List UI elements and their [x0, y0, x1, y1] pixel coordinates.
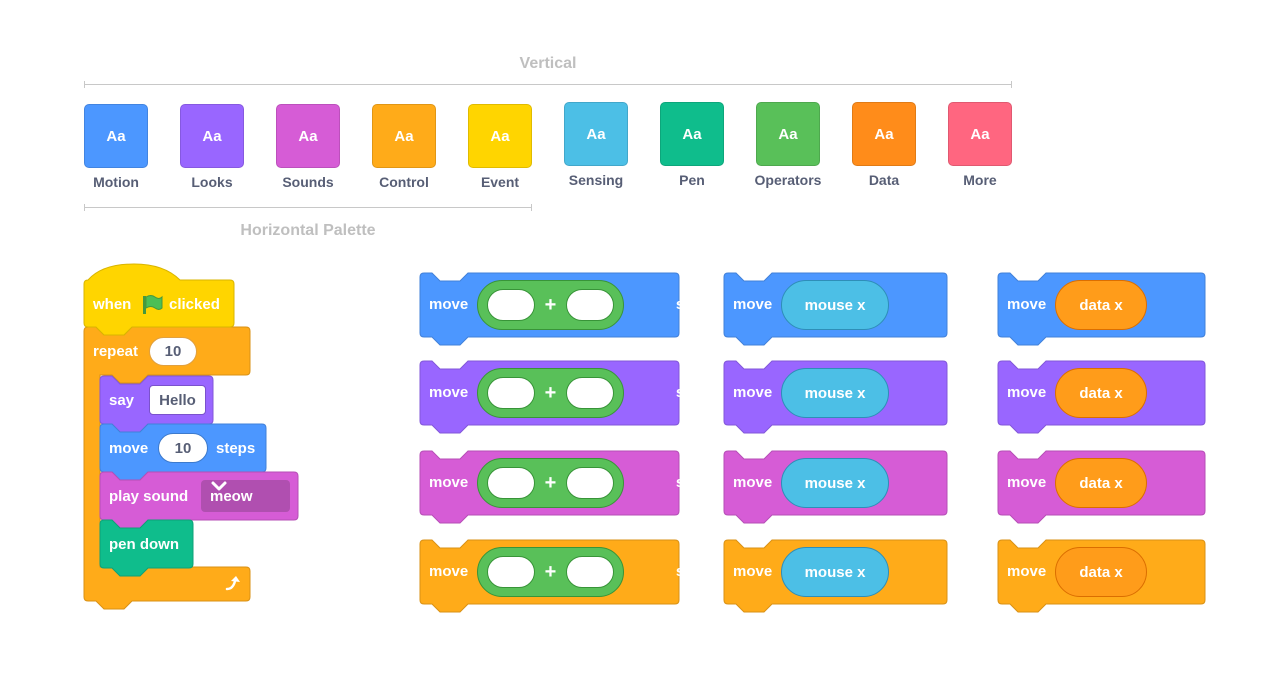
move-label: move: [1007, 563, 1047, 580]
move-label: move: [429, 563, 469, 580]
mouse-x-reporter[interactable]: mouse x: [781, 280, 889, 330]
move-label: move: [733, 384, 773, 401]
plus-sign: +: [544, 471, 557, 494]
add-operator-reporter[interactable]: +: [477, 368, 624, 418]
operand-right-input[interactable]: [566, 467, 615, 499]
operand-left-input[interactable]: [486, 289, 535, 321]
move-label: move: [429, 296, 469, 313]
data-x-reporter[interactable]: data x: [1055, 458, 1147, 508]
add-operator-reporter[interactable]: +: [477, 458, 624, 508]
move-label: move: [733, 474, 773, 491]
steps-label: steps: [675, 474, 715, 491]
horizontal-label: Horizontal Palette: [240, 222, 376, 239]
operand-right-input[interactable]: [566, 556, 615, 588]
category-swatch: Aa: [180, 104, 244, 168]
category-swatch: Aa: [276, 104, 340, 168]
mouse-x-reporter[interactable]: mouse x: [781, 458, 889, 508]
repeat-count-input[interactable]: 10: [149, 337, 197, 366]
move-label: move: [1007, 296, 1047, 313]
move-label: move: [109, 440, 149, 457]
category-label: Sensing: [568, 172, 624, 188]
steps-label: steps: [949, 563, 989, 580]
hat-when-label: when: [93, 296, 132, 313]
operand-right-input[interactable]: [566, 377, 615, 409]
steps-label: steps: [371, 474, 411, 491]
operand-left-input[interactable]: [486, 467, 535, 499]
category-swatch: Aa: [948, 102, 1012, 166]
add-operator-reporter[interactable]: +: [477, 547, 624, 597]
sound-dropdown[interactable]: meow: [201, 480, 290, 512]
move-label: move: [1007, 474, 1047, 491]
category-label: Pen: [679, 172, 705, 188]
pen-down-block-shape: [99, 519, 194, 577]
mouse-x-reporter[interactable]: mouse x: [781, 547, 889, 597]
category-swatch: Aa: [84, 104, 148, 168]
category-label: Sounds: [282, 174, 334, 190]
plus-sign: +: [544, 560, 557, 583]
category-swatch: Aa: [468, 104, 532, 168]
move-label: move: [429, 474, 469, 491]
category-label: Operators: [754, 172, 822, 188]
category-swatch: Aa: [756, 102, 820, 166]
add-operator-reporter[interactable]: +: [477, 280, 624, 330]
vertical-bracket: [84, 81, 1012, 88]
steps-label: steps: [216, 440, 256, 457]
category-label: Event: [480, 174, 520, 190]
steps-label: steps: [949, 296, 989, 313]
category-swatch: Aa: [660, 102, 724, 166]
data-x-reporter[interactable]: data x: [1055, 280, 1147, 330]
steps-label: steps: [675, 563, 715, 580]
repeat-label: repeat: [93, 343, 139, 360]
move-steps-input[interactable]: 10: [158, 433, 208, 463]
hat-clicked-label: clicked: [169, 296, 220, 313]
steps-label: steps: [675, 384, 715, 401]
vertical-label: Vertical: [519, 55, 577, 72]
category-swatch: Aa: [372, 104, 436, 168]
green-flag-icon: [143, 295, 163, 314]
move-label: move: [429, 384, 469, 401]
horizontal-bracket: [84, 204, 532, 211]
operand-left-input[interactable]: [486, 377, 535, 409]
operand-left-input[interactable]: [486, 556, 535, 588]
say-label: say: [109, 392, 135, 409]
category-label: Control: [379, 174, 429, 190]
category-label: More: [963, 172, 997, 188]
category-label: Data: [868, 172, 900, 188]
play-sound-label: play sound: [109, 488, 189, 505]
chevron-down-icon: [211, 481, 227, 491]
plus-sign: +: [544, 293, 557, 316]
steps-label: steps: [949, 474, 989, 491]
steps-label: steps: [949, 384, 989, 401]
steps-label: steps: [371, 563, 411, 580]
data-x-reporter[interactable]: data x: [1055, 368, 1147, 418]
move-label: move: [733, 296, 773, 313]
sound-dropdown-value: meow: [210, 487, 253, 505]
pen-down-label: pen down: [109, 536, 179, 553]
category-swatch: Aa: [564, 102, 628, 166]
steps-label: steps: [675, 296, 715, 313]
move-label: move: [1007, 384, 1047, 401]
loop-arrow-icon: [225, 576, 240, 591]
steps-label: steps: [371, 296, 411, 313]
say-text-input[interactable]: Hello: [149, 385, 206, 415]
steps-label: steps: [371, 384, 411, 401]
category-label: Motion: [93, 174, 139, 190]
plus-sign: +: [544, 381, 557, 404]
mouse-x-reporter[interactable]: mouse x: [781, 368, 889, 418]
move-label: move: [733, 563, 773, 580]
category-label: Looks: [191, 174, 233, 190]
operand-right-input[interactable]: [566, 289, 615, 321]
category-swatch: Aa: [852, 102, 916, 166]
data-x-reporter[interactable]: data x: [1055, 547, 1147, 597]
